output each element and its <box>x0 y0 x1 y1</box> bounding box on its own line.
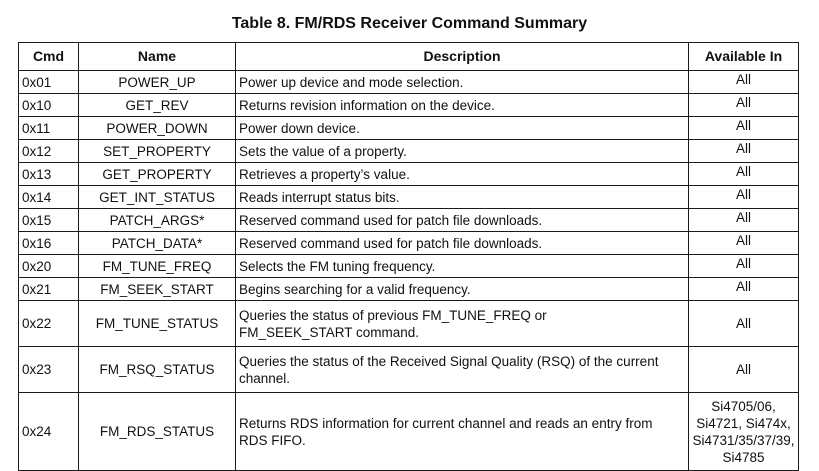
available-cell: All <box>688 162 799 186</box>
name-cell: SET_PROPERTY <box>78 139 236 163</box>
available-cell: All <box>688 231 799 255</box>
available-line: Si4785 <box>722 449 765 465</box>
available-cell: All <box>688 116 799 140</box>
available-line: Si4721, Si474x, <box>696 415 791 431</box>
cmd-cell: 0x14 <box>18 185 79 209</box>
table-row: 0x13 GET_PROPERTY Retrieves a property’s… <box>18 162 799 186</box>
name-cell: POWER_UP <box>78 70 236 94</box>
available-cell: All <box>688 70 799 94</box>
header-name: Name <box>78 42 236 71</box>
available-line: Si4705/06, <box>711 398 776 414</box>
header-cmd: Cmd <box>18 42 79 71</box>
table-row: 0x15 PATCH_ARGS* Reserved command used f… <box>18 208 799 232</box>
available-cell: Si4705/06, Si4721, Si474x, Si4731/35/37/… <box>688 392 799 471</box>
name-cell: GET_PROPERTY <box>78 162 236 186</box>
available-cell: All <box>688 346 799 393</box>
name-cell: POWER_DOWN <box>78 116 236 140</box>
command-summary-table: Cmd Name Description Available In 0x01 P… <box>18 42 799 471</box>
name-cell: FM_TUNE_STATUS <box>78 300 236 347</box>
table-row: 0x14 GET_INT_STATUS Reads interrupt stat… <box>18 185 799 209</box>
table-title: Table 8. FM/RDS Receiver Command Summary <box>231 15 588 32</box>
table-row: 0x16 PATCH_DATA* Reserved command used f… <box>18 231 799 255</box>
description-cell: Queries the status of previous FM_TUNE_F… <box>235 300 689 347</box>
description-cell: Returns RDS information for current chan… <box>235 392 689 471</box>
cmd-cell: 0x24 <box>18 392 79 471</box>
name-cell: PATCH_DATA* <box>78 231 236 255</box>
description-cell: Sets the value of a property. <box>235 139 689 163</box>
header-description: Description <box>235 42 689 71</box>
available-cell: All <box>688 277 799 301</box>
table-row: 0x22 FM_TUNE_STATUS Queries the status o… <box>18 300 799 347</box>
description-line: Queries the status of previous FM_TUNE_F… <box>239 307 547 323</box>
description-cell: Reserved command used for patch file dow… <box>235 208 689 232</box>
cmd-cell: 0x10 <box>18 93 79 117</box>
description-cell: Queries the status of the Received Signa… <box>235 346 689 393</box>
name-cell: PATCH_ARGS* <box>78 208 236 232</box>
description-cell: Power down device. <box>235 116 689 140</box>
available-cell: All <box>688 208 799 232</box>
description-cell: Returns revision information on the devi… <box>235 93 689 117</box>
table-row: 0x12 SET_PROPERTY Sets the value of a pr… <box>18 139 799 163</box>
name-cell: FM_TUNE_FREQ <box>78 254 236 278</box>
table-row: 0x24 FM_RDS_STATUS Returns RDS informati… <box>18 392 799 471</box>
available-line: Si4731/35/37/39, <box>692 432 795 448</box>
table-row: 0x20 FM_TUNE_FREQ Selects the FM tuning … <box>18 254 799 278</box>
name-cell: FM_RSQ_STATUS <box>78 346 236 393</box>
description-cell: Retrieves a property’s value. <box>235 162 689 186</box>
cmd-cell: 0x20 <box>18 254 79 278</box>
name-cell: FM_SEEK_START <box>78 277 236 301</box>
available-cell: All <box>688 254 799 278</box>
available-cell: All <box>688 93 799 117</box>
name-cell: FM_RDS_STATUS <box>78 392 236 471</box>
table-row: 0x21 FM_SEEK_START Begins searching for … <box>18 277 799 301</box>
available-cell: All <box>688 139 799 163</box>
table-row: 0x23 FM_RSQ_STATUS Queries the status of… <box>18 346 799 393</box>
table-header-row: Cmd Name Description Available In <box>18 42 799 71</box>
description-line: FM_SEEK_START command. <box>239 324 420 340</box>
name-cell: GET_REV <box>78 93 236 117</box>
cmd-cell: 0x13 <box>18 162 79 186</box>
cmd-cell: 0x15 <box>18 208 79 232</box>
cmd-cell: 0x16 <box>18 231 79 255</box>
name-cell: GET_INT_STATUS <box>78 185 236 209</box>
cmd-cell: 0x12 <box>18 139 79 163</box>
cmd-cell: 0x23 <box>18 346 79 393</box>
description-cell: Reads interrupt status bits. <box>235 185 689 209</box>
description-cell: Power up device and mode selection. <box>235 70 689 94</box>
description-line: channel. <box>239 370 291 386</box>
description-cell: Begins searching for a valid frequency. <box>235 277 689 301</box>
cmd-cell: 0x21 <box>18 277 79 301</box>
description-cell: Selects the FM tuning frequency. <box>235 254 689 278</box>
available-cell: All <box>688 185 799 209</box>
cmd-cell: 0x22 <box>18 300 79 347</box>
description-cell: Reserved command used for patch file dow… <box>235 231 689 255</box>
cmd-cell: 0x01 <box>18 70 79 94</box>
table-row: 0x01 POWER_UP Power up device and mode s… <box>18 70 799 94</box>
table-row: 0x11 POWER_DOWN Power down device. All <box>18 116 799 140</box>
available-cell: All <box>688 300 799 347</box>
cmd-cell: 0x11 <box>18 116 79 140</box>
description-line: Queries the status of the Received Signa… <box>239 353 659 369</box>
description-line: Returns RDS information for current chan… <box>239 415 653 431</box>
table-row: 0x10 GET_REV Returns revision informatio… <box>18 93 799 117</box>
header-available-in: Available In <box>688 42 799 71</box>
description-line: RDS FIFO. <box>239 432 306 448</box>
